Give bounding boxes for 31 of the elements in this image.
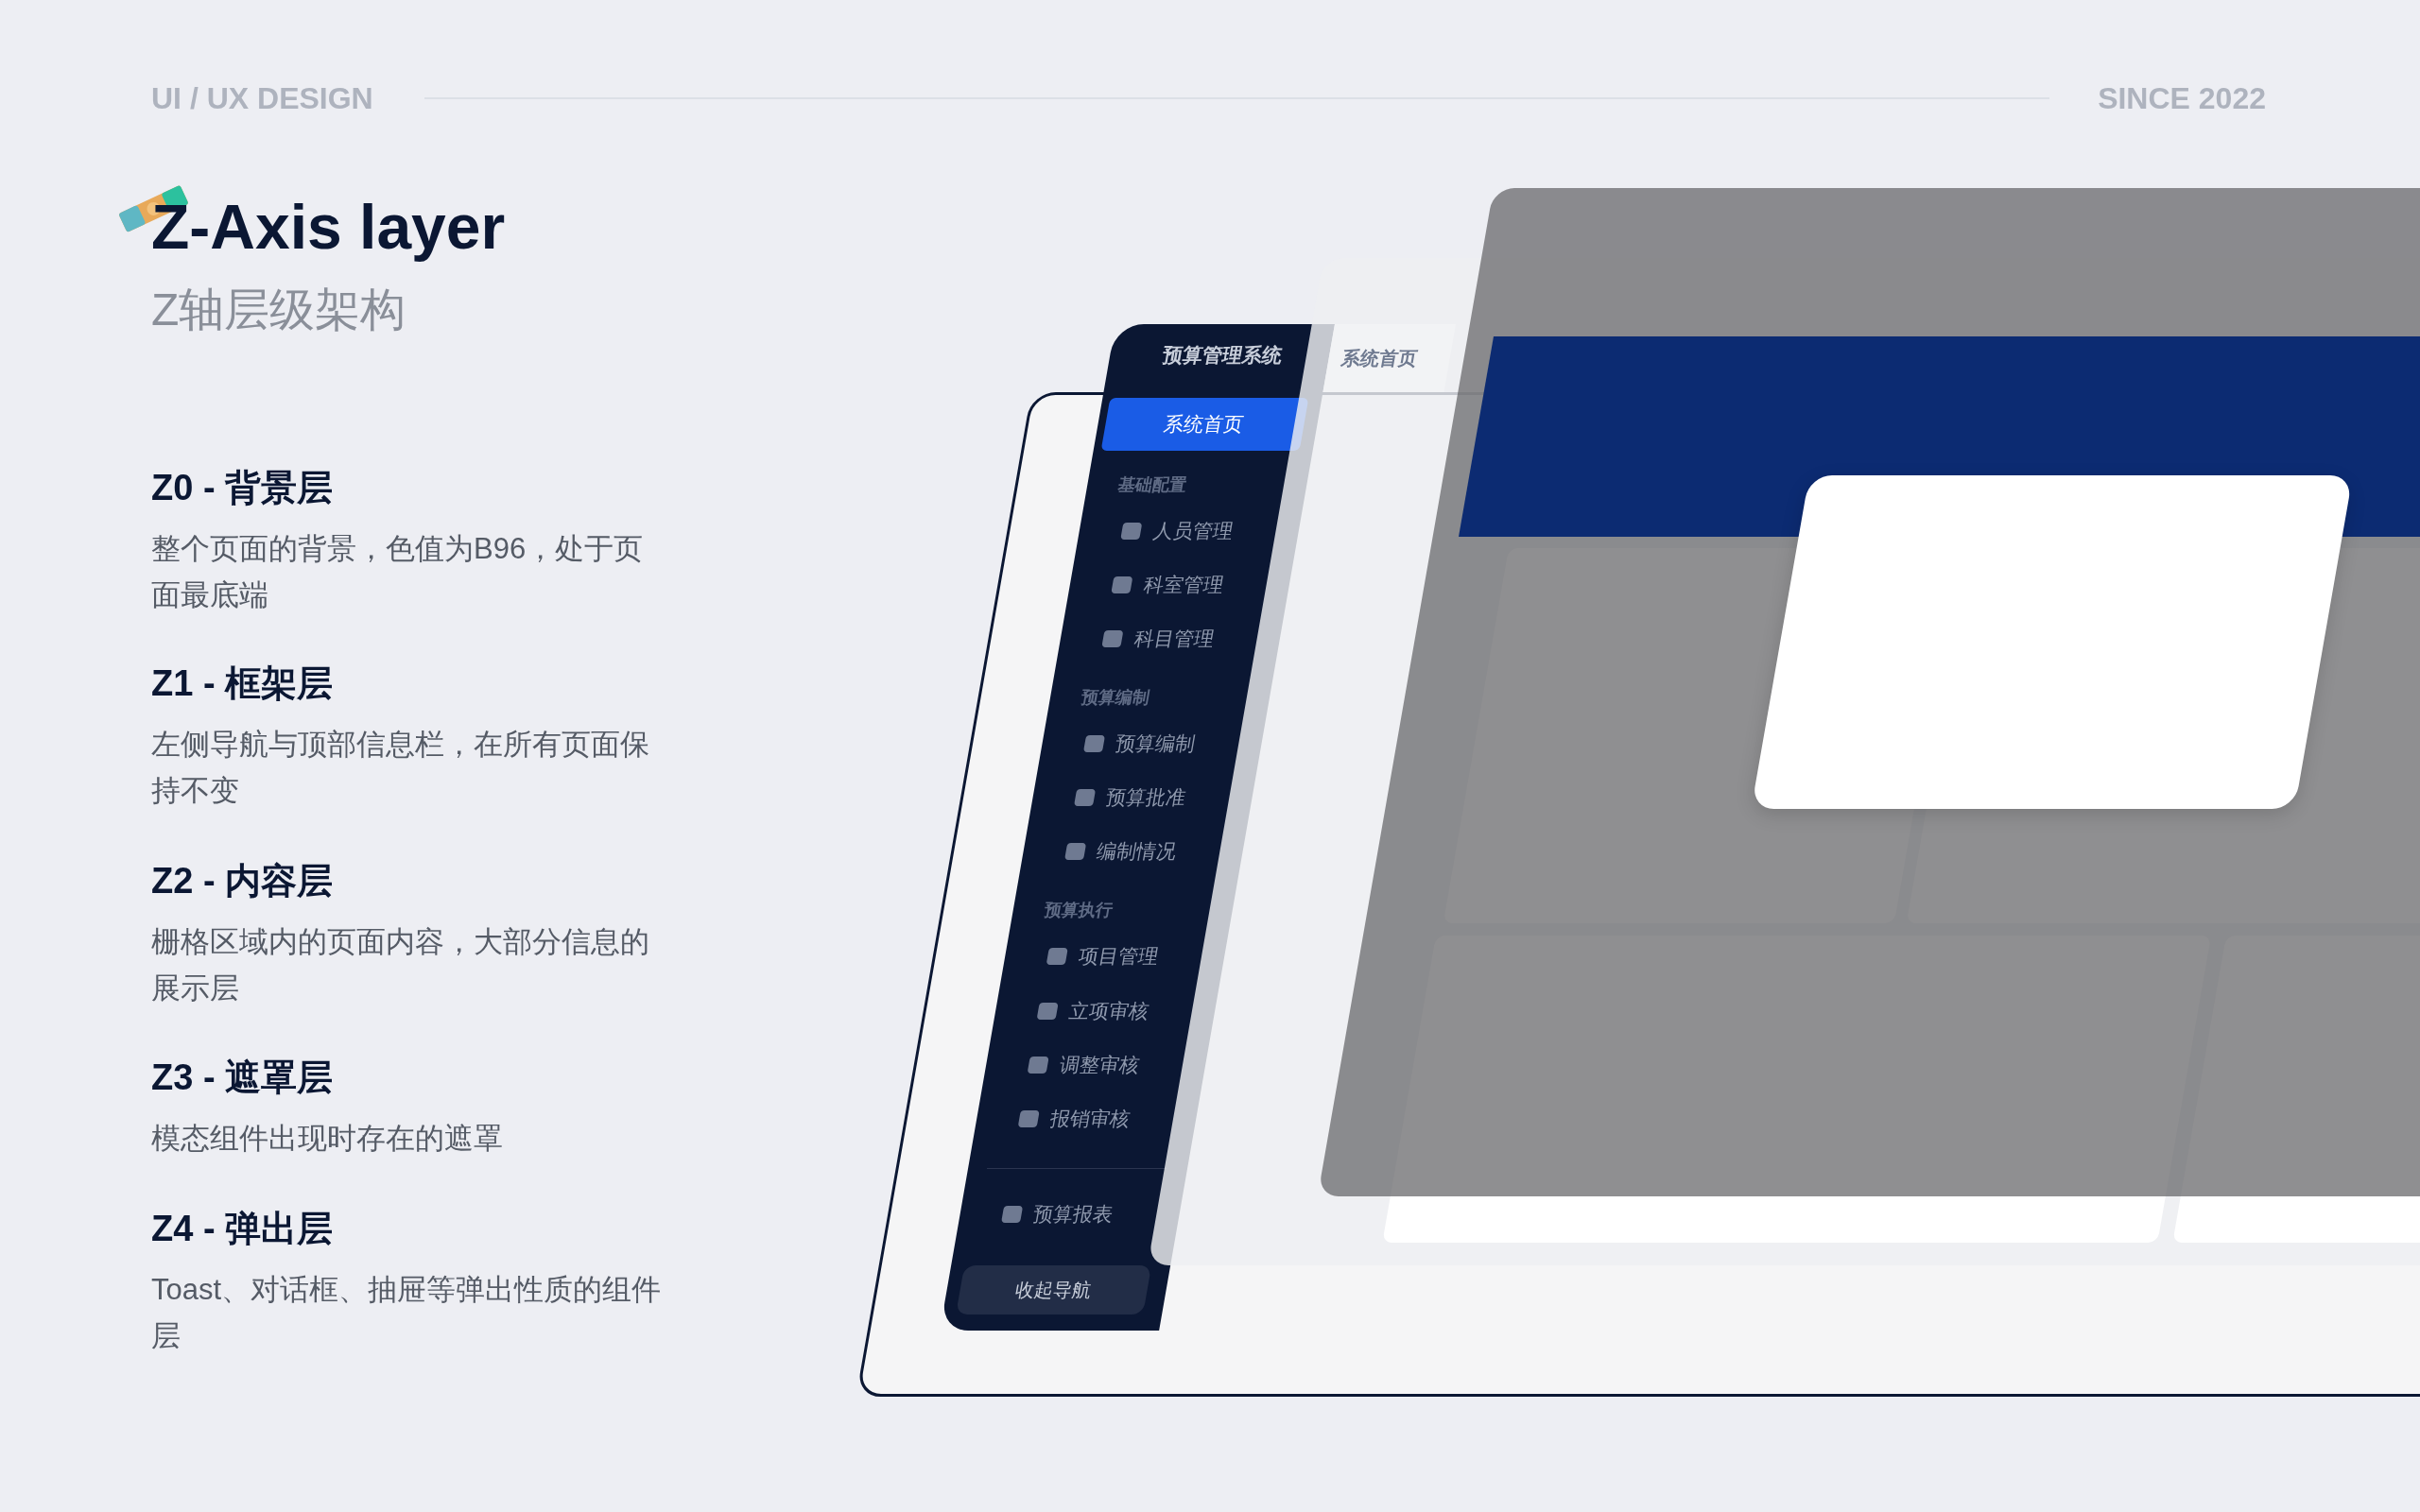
layer-heading: Z2 - 内容层 <box>151 860 334 902</box>
header-text: SINCE 2022 <box>2098 80 2266 117</box>
layer-description: 左侧导航与顶部信息栏，在所有页面保持不变 <box>151 727 650 809</box>
menu-item: 预算批准 <box>1104 785 1188 810</box>
menu-item: 科室管理 <box>1141 573 1226 597</box>
layer-heading: Z1 - 框架层 <box>151 662 334 705</box>
menu-item: 报销审核 <box>1047 1107 1132 1131</box>
menu-item: 科目管理 <box>1132 627 1217 651</box>
menu-item: 人员管理 <box>1150 519 1236 543</box>
menu-item: 调整审核 <box>1057 1053 1142 1077</box>
layer-description: 整个页面的背景，色值为B96，处于页面最底端 <box>151 531 645 613</box>
layer-heading: Z0 - 背景层 <box>151 467 334 509</box>
menu-item: 预算报表 <box>1031 1202 1116 1227</box>
layer-description: 栅格区域内的页面内容，大部分信息的展示层 <box>151 924 650 1006</box>
collapse-button: 收起导航 <box>956 1265 1152 1314</box>
menu-item: 项目管理 <box>1076 944 1161 969</box>
menu-section-title: 基础配置 <box>1116 474 1189 496</box>
layer-heading: Z3 - 遮罩层 <box>151 1057 334 1099</box>
layer-description: 模态组件出现时存在的遮罩 <box>151 1121 504 1157</box>
menu-item: 立项审核 <box>1066 999 1151 1023</box>
app-title: 预算管理系统 <box>1160 343 1285 368</box>
menu-item: 编制情况 <box>1095 839 1180 864</box>
menu-section-title: 预算编制 <box>1079 687 1152 709</box>
breadcrumb-text: 系统首页 <box>1340 347 1421 370</box>
title: Z-Axis layer <box>151 191 506 264</box>
header-text: UI / UX DESIGN <box>151 80 373 117</box>
layer-description: Toast、对话框、抽屉等弹出性质的组件层 <box>151 1272 663 1354</box>
menu-item: 预算编制 <box>1114 731 1198 756</box>
menu-section-title: 预算执行 <box>1042 900 1115 921</box>
subtitle: Z轴层级架构 <box>151 284 406 336</box>
layer-heading: Z4 - 弹出层 <box>151 1208 334 1250</box>
